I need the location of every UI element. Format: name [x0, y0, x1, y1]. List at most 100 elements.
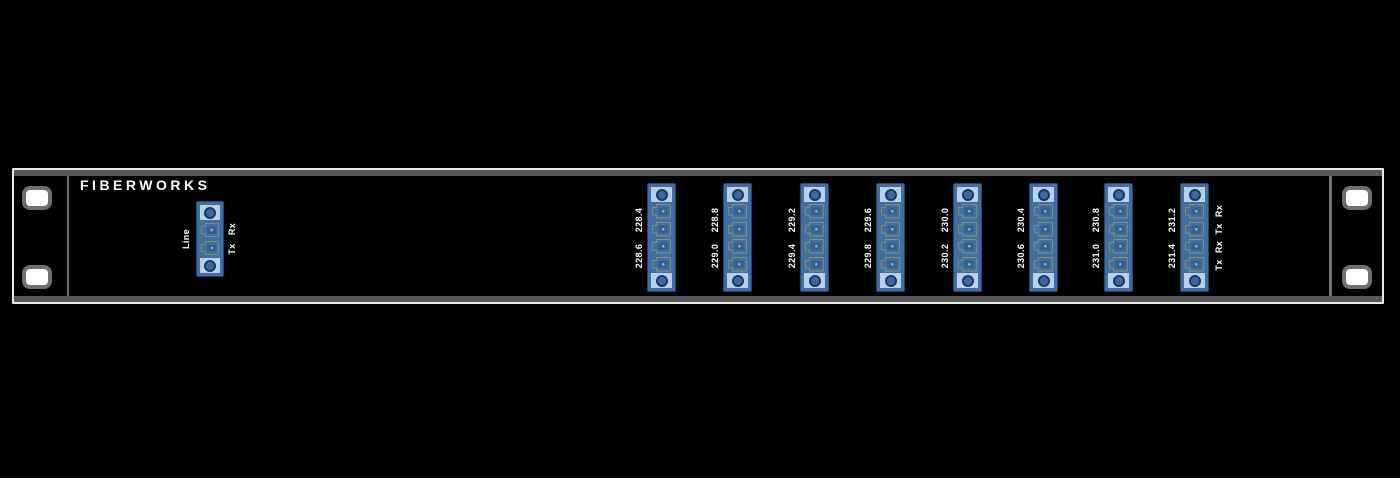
lc-port-icon	[1033, 203, 1054, 220]
lc-port-icon	[880, 221, 901, 238]
screw-slot-left-top	[22, 186, 52, 210]
flange-hole-icon	[961, 188, 974, 201]
lc-port-icon	[651, 221, 672, 238]
screw-slot-left-bottom	[22, 265, 52, 289]
flange-hole-icon	[204, 259, 216, 272]
quad-lc-block	[800, 183, 829, 292]
wavelength-label: 229.8	[863, 243, 873, 269]
flange-hole-icon	[1112, 188, 1125, 201]
lc-port-icon	[1108, 256, 1129, 273]
quad-lc-block	[1104, 183, 1133, 292]
connector-flange	[200, 205, 220, 220]
connector-flange	[1108, 273, 1129, 288]
wavelength-label: 229.0	[710, 243, 720, 269]
flange-hole-icon	[655, 188, 668, 201]
lc-port-icon	[1033, 221, 1054, 238]
connector-flange	[200, 258, 220, 273]
lc-port-icon	[804, 256, 825, 273]
connector-flange	[1033, 187, 1054, 202]
connector-flange	[727, 187, 748, 202]
line-connector	[196, 201, 224, 277]
flange-hole-icon	[1188, 188, 1201, 201]
lc-port-icon	[804, 238, 825, 255]
flange-hole-icon	[731, 188, 744, 201]
quad-lc-block	[1180, 183, 1209, 292]
connector-flange	[1184, 273, 1205, 288]
flange-hole-icon	[808, 188, 821, 201]
connector-flange	[1184, 187, 1205, 202]
port-direction-label: Tx	[1214, 259, 1224, 271]
flange-hole-icon	[961, 274, 974, 287]
panel-bottom-bevel	[14, 296, 1382, 302]
wavelength-label: 228.6	[634, 243, 644, 269]
flange-hole-icon	[884, 188, 897, 201]
lc-port-icon	[1184, 256, 1205, 273]
connector-flange	[957, 187, 978, 202]
lc-port-icon	[200, 222, 220, 238]
connector-flange	[1108, 187, 1129, 202]
lc-port-icon	[1184, 203, 1205, 220]
lc-port-icon	[957, 203, 978, 220]
lc-port-icon	[1108, 221, 1129, 238]
right-ear-divider	[1329, 176, 1332, 296]
lc-port-icon	[651, 203, 672, 220]
connector-flange	[1033, 273, 1054, 288]
screw-slot-right-bottom	[1342, 265, 1372, 289]
lc-port-icon	[727, 203, 748, 220]
connector-flange	[880, 273, 901, 288]
wavelength-label: 229.4	[787, 243, 797, 269]
lc-port-icon	[651, 238, 672, 255]
brand-logo: FIBERWORKS	[80, 177, 211, 193]
line-rx-label: Rx	[227, 222, 237, 236]
quad-lc-block	[876, 183, 905, 292]
panel-top-bevel	[14, 170, 1382, 176]
flange-hole-icon	[1112, 274, 1125, 287]
connector-flange	[880, 187, 901, 202]
port-direction-label: Rx	[1214, 204, 1224, 218]
wavelength-label: 230.8	[1091, 207, 1101, 233]
wavelength-label: 228.8	[710, 207, 720, 233]
wavelength-label: 230.4	[1016, 207, 1026, 233]
lc-port-icon	[957, 238, 978, 255]
quad-lc-block	[953, 183, 982, 292]
lc-port-icon	[1184, 221, 1205, 238]
lc-port-icon	[880, 256, 901, 273]
lc-port-icon	[200, 240, 220, 256]
lc-port-icon	[1184, 238, 1205, 255]
port-direction-label: Rx	[1214, 240, 1224, 254]
lc-port-icon	[957, 256, 978, 273]
flange-hole-icon	[1037, 274, 1050, 287]
wavelength-label: 231.4	[1167, 243, 1177, 269]
flange-hole-icon	[884, 274, 897, 287]
left-ear-divider	[66, 176, 69, 296]
lc-port-icon	[727, 238, 748, 255]
quad-lc-block	[647, 183, 676, 292]
line-tx-label: Tx	[227, 243, 237, 255]
port-direction-label: Tx	[1214, 223, 1224, 235]
wavelength-label: 229.2	[787, 207, 797, 233]
wavelength-label: 231.0	[1091, 243, 1101, 269]
lc-port-icon	[651, 256, 672, 273]
quad-lc-block	[1029, 183, 1058, 292]
lc-port-icon	[1033, 238, 1054, 255]
screw-slot-right-top	[1342, 186, 1372, 210]
lc-port-icon	[1108, 238, 1129, 255]
lc-port-icon	[804, 203, 825, 220]
wavelength-label: 230.0	[940, 207, 950, 233]
lc-port-icon	[1033, 256, 1054, 273]
lc-port-icon	[727, 256, 748, 273]
lc-port-icon	[880, 238, 901, 255]
lc-port-icon	[957, 221, 978, 238]
quad-lc-block	[723, 183, 752, 292]
lc-port-icon	[1108, 203, 1129, 220]
flange-hole-icon	[1188, 274, 1201, 287]
flange-hole-icon	[204, 206, 216, 219]
wavelength-label: 231.2	[1167, 207, 1177, 233]
wavelength-label: 228.4	[634, 207, 644, 233]
lc-port-icon	[804, 221, 825, 238]
lc-port-icon	[880, 203, 901, 220]
connector-flange	[804, 187, 825, 202]
connector-flange	[651, 187, 672, 202]
